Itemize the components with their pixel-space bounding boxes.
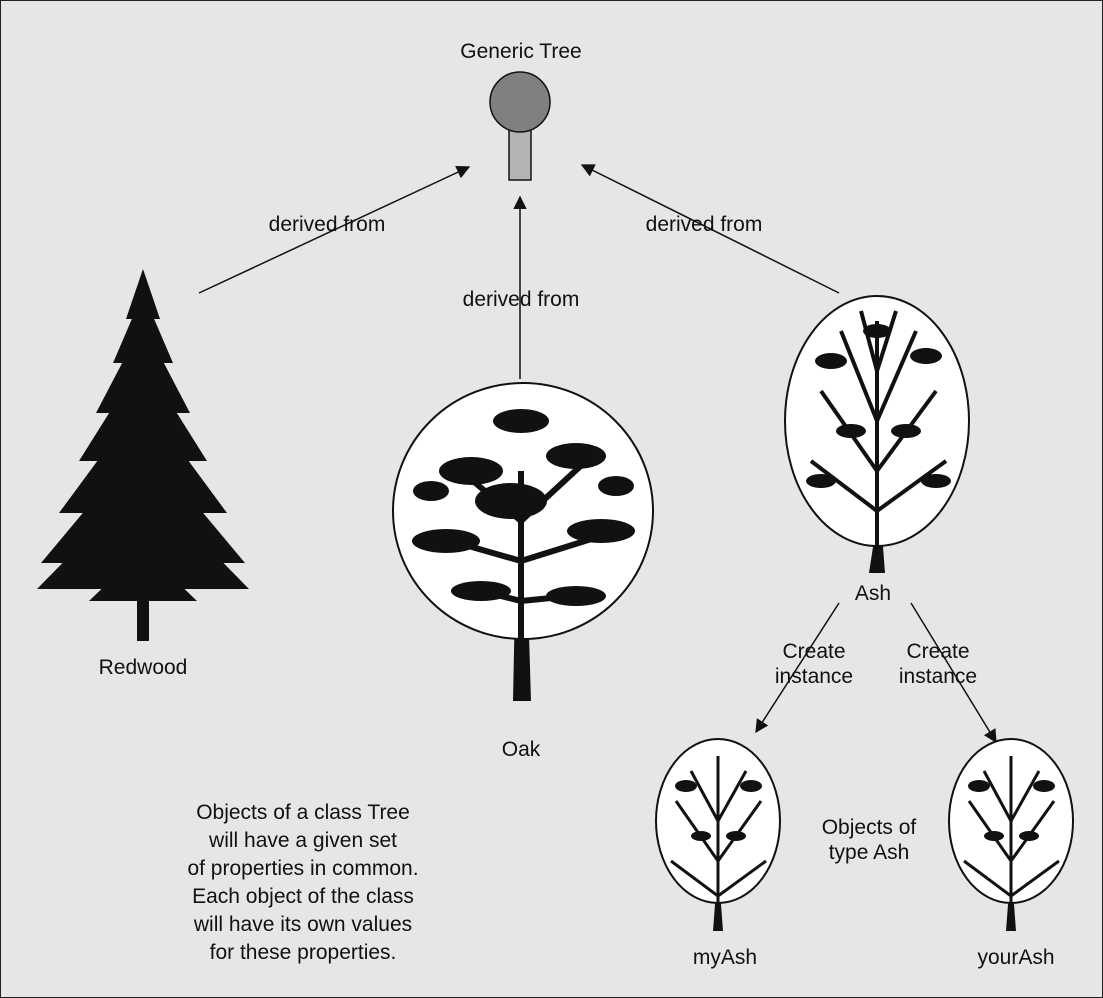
redwood-label: Redwood	[98, 656, 188, 679]
my-ash-instance-arrow	[755, 602, 840, 734]
ash-label: Ash	[854, 582, 892, 605]
redwood-edge-label: derived from	[268, 213, 386, 236]
oak-label: Oak	[501, 738, 541, 761]
my-ash-instance-label: Create instance	[774, 640, 854, 688]
ash-edge-label: derived from	[645, 213, 763, 236]
my-ash-label: myAsh	[692, 946, 758, 969]
your-ash-instance-arrow	[910, 602, 997, 744]
ash-tree-icon	[784, 295, 970, 573]
your-ash-instance-label: Create instance	[898, 640, 978, 688]
your-ash-tree-icon	[948, 738, 1074, 931]
instances-caption: Objects of type Ash	[821, 816, 917, 864]
ash-derived-arrow	[580, 164, 840, 294]
generic-tree-icon	[489, 71, 551, 181]
your-ash-label: yourAsh	[977, 946, 1055, 969]
oak-edge-label: derived from	[462, 288, 580, 311]
redwood-derived-arrow	[198, 166, 471, 294]
class-note: Objects of a class Tree will have a give…	[187, 801, 419, 964]
my-ash-tree-icon	[655, 738, 781, 931]
oak-tree-icon	[392, 382, 654, 701]
redwood-tree-icon	[37, 269, 249, 641]
root-label: Generic Tree	[460, 40, 582, 63]
